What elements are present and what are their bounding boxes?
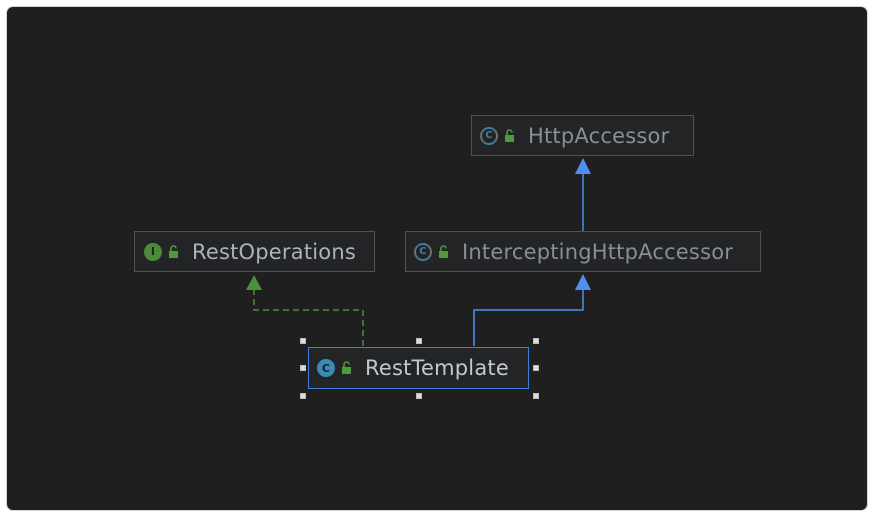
node-name: RestOperations <box>192 239 356 264</box>
edge-extends-intercepting-http-accessor <box>473 289 584 346</box>
abstract-class-icon: C <box>480 126 498 145</box>
node-http-accessor[interactable]: C HttpAccessor <box>471 115 694 156</box>
resize-handle-top-center[interactable] <box>416 338 422 344</box>
node-rest-template[interactable]: C RestTemplate <box>308 347 529 389</box>
resize-handle-bottom-right[interactable] <box>533 393 539 399</box>
unlocked-padlock-icon <box>439 244 448 258</box>
node-name: InterceptingHttpAccessor <box>462 239 734 264</box>
node-intercepting-http-accessor[interactable]: C InterceptingHttpAccessor <box>405 231 761 272</box>
unlocked-padlock-icon <box>505 128 514 142</box>
resize-handle-middle-right[interactable] <box>533 365 539 371</box>
edge-extends-arrowhead-2 <box>575 158 591 174</box>
resize-handle-bottom-left[interactable] <box>300 393 306 399</box>
resize-handle-middle-left[interactable] <box>300 365 306 371</box>
unlocked-padlock-icon <box>342 361 351 374</box>
interface-icon: I <box>144 242 162 261</box>
node-name: RestTemplate <box>365 356 509 380</box>
abstract-class-icon: C <box>414 242 432 261</box>
edge-implements-arrowhead <box>246 275 262 290</box>
class-icon: C <box>317 359 335 377</box>
node-rest-operations[interactable]: I RestOperations <box>134 231 375 272</box>
unlocked-padlock-icon <box>169 244 178 258</box>
resize-handle-top-right[interactable] <box>533 338 539 344</box>
node-name: HttpAccessor <box>528 123 670 148</box>
edge-extends-arrowhead-1 <box>575 274 591 290</box>
resize-handle-bottom-center[interactable] <box>416 393 422 399</box>
resize-handle-top-left[interactable] <box>300 338 306 344</box>
edge-implements-rest-operations <box>253 289 364 346</box>
